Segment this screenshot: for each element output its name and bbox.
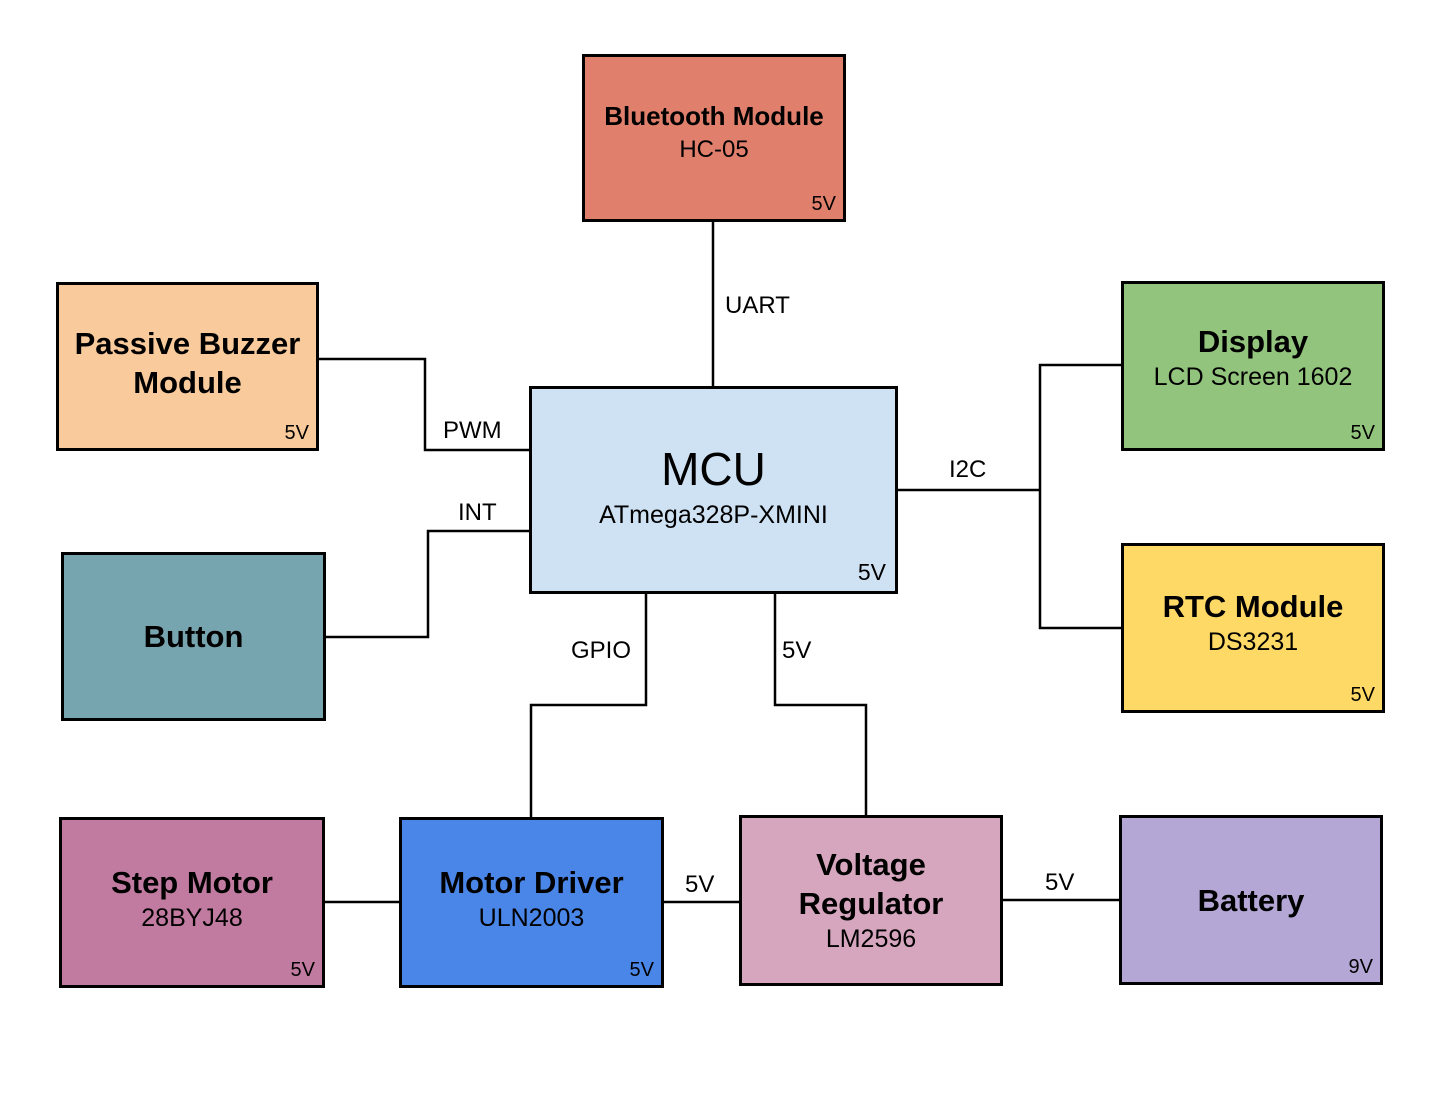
int-label: INT xyxy=(458,499,497,526)
mcu-block: MCU ATmega328P-XMINI 5V xyxy=(529,386,898,594)
battery-block: Battery 9V xyxy=(1119,815,1383,985)
block-title: Step Motor xyxy=(111,864,273,900)
voltage-label: 5V xyxy=(811,193,836,215)
step-motor-block: Step Motor 28BYJ48 5V xyxy=(59,817,325,988)
wire-buzzer-mcu xyxy=(318,357,530,452)
wire-i2c-display-rtc xyxy=(1038,363,1122,630)
block-subtitle: HC-05 xyxy=(679,136,749,163)
i2c-label: I2C xyxy=(949,456,987,483)
voltage-label: 9V xyxy=(1348,956,1373,978)
block-title: Button xyxy=(143,619,244,654)
block-title: RTC Module xyxy=(1162,589,1344,624)
voltage-regulator-block: Voltage Regulator LM2596 xyxy=(739,815,1003,986)
block-title: Display xyxy=(1197,324,1309,359)
block-title: Voltage Regulator xyxy=(798,847,944,921)
block-subtitle: 28BYJ48 xyxy=(141,903,243,932)
wire-regulator-mcu xyxy=(773,593,868,816)
block-title: Motor Driver xyxy=(439,864,624,900)
motor-driver-block: Motor Driver ULN2003 5V xyxy=(399,817,664,988)
block-subtitle: LCD Screen 1602 xyxy=(1153,363,1353,391)
block-title: MCU xyxy=(661,442,766,495)
wire-mcu-motor-driver xyxy=(529,593,648,818)
bluetooth-module-block: Bluetooth Module HC-05 5V xyxy=(582,54,846,222)
block-subtitle: DS3231 xyxy=(1207,628,1299,656)
display-block: Display LCD Screen 1602 5V xyxy=(1121,281,1385,451)
battery-power-label: 5V xyxy=(1045,869,1075,896)
voltage-label: 5V xyxy=(1350,684,1375,706)
uart-label: UART xyxy=(725,292,790,319)
block-title: Battery xyxy=(1197,882,1305,918)
pwm-label: PWM xyxy=(443,417,502,444)
button-block: Button xyxy=(61,552,326,721)
block-subtitle: ULN2003 xyxy=(478,903,585,932)
voltage-label: 5V xyxy=(629,959,654,981)
voltage-label: 5V xyxy=(284,422,309,444)
voltage-label: 5V xyxy=(857,559,886,585)
voltage-label: 5V xyxy=(290,959,315,981)
voltage-label: 5V xyxy=(1350,422,1375,444)
mcu-power-label: 5V xyxy=(782,637,812,664)
block-subtitle: LM2596 xyxy=(825,925,917,953)
block-title: Passive Buzzer Module xyxy=(74,325,301,400)
rtc-module-block: RTC Module DS3231 5V xyxy=(1121,543,1385,713)
block-title: Bluetooth Module xyxy=(604,101,824,131)
passive-buzzer-block: Passive Buzzer Module 5V xyxy=(56,282,319,451)
block-subtitle: ATmega328P-XMINI xyxy=(599,500,828,529)
gpio-label: GPIO xyxy=(571,637,632,664)
driver-power-label: 5V xyxy=(685,871,715,898)
wire-button-mcu xyxy=(325,529,530,639)
